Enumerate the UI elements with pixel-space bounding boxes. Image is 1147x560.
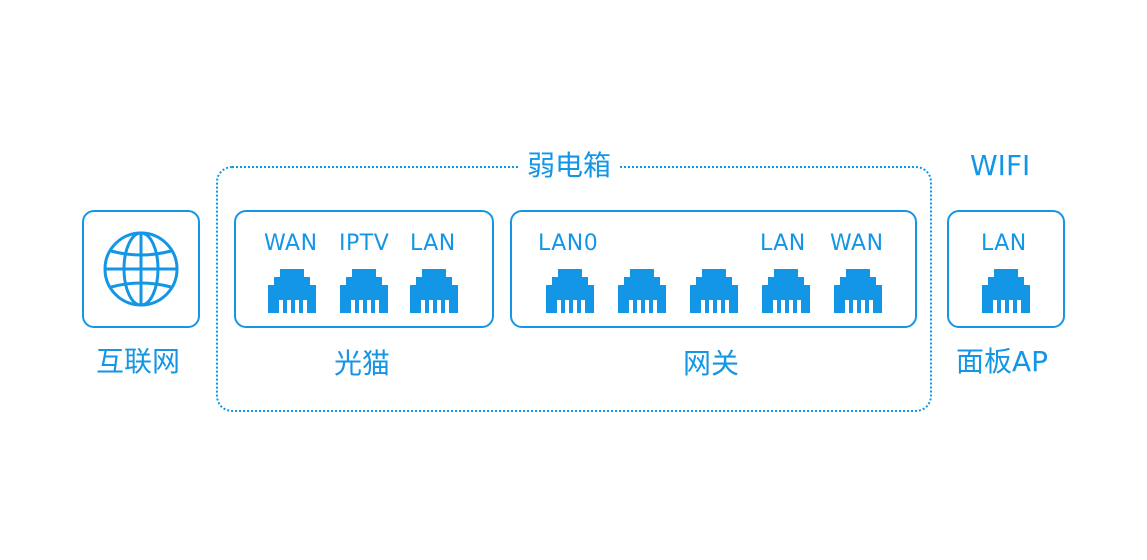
panel-ap-wifi-title: WIFI [970,149,1031,182]
modem-port-wan-icon [268,269,316,313]
modem-port-iptv-icon [340,269,388,313]
gateway-port-2-icon [618,269,666,313]
gateway-port-1-icon [546,269,594,313]
panel-ap-port-label-lan: LAN [981,231,1027,256]
modem-port-lan-icon [410,269,458,313]
gateway-port-5-icon [834,269,882,313]
gateway-port-label-wan: WAN [830,231,884,256]
internet-box [82,210,200,328]
globe-icon [103,231,179,307]
modem-port-label-iptv: IPTV [339,231,390,256]
modem-port-label-lan: LAN [410,231,456,256]
internet-caption: 互联网 [96,345,181,378]
modem-port-label-wan: WAN [264,231,318,256]
weak-current-box-title: 弱电箱 [519,152,620,180]
gateway-port-label-lan: LAN [760,231,806,256]
gateway-caption: 网关 [683,347,740,380]
gateway-port-label-lan0: LAN0 [538,231,599,256]
modem-caption: 光猫 [334,347,391,380]
gateway-port-4-icon [762,269,810,313]
panel-ap-port-lan-icon [982,269,1030,313]
gateway-port-3-icon [690,269,738,313]
panel-ap-caption: 面板AP [956,345,1049,378]
